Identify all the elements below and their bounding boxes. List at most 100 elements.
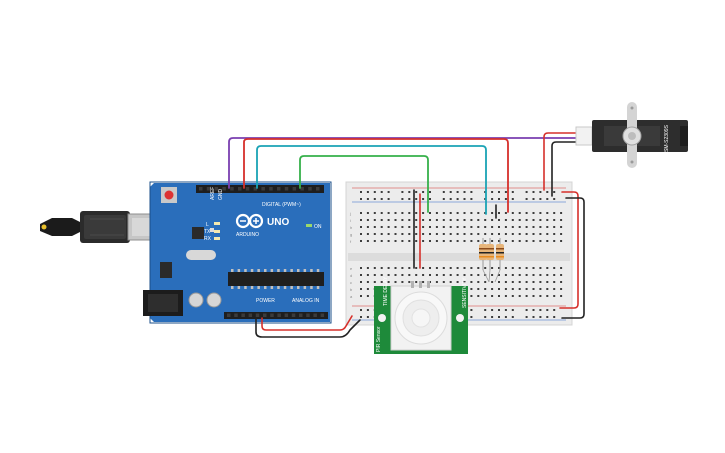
breadboard-hole[interactable] bbox=[380, 233, 383, 235]
breadboard-hole[interactable] bbox=[394, 240, 397, 242]
breadboard-hole[interactable] bbox=[553, 267, 556, 269]
header-pin[interactable] bbox=[238, 187, 242, 191]
rail-hole[interactable] bbox=[498, 191, 500, 193]
rail-hole[interactable] bbox=[553, 198, 556, 200]
breadboard-hole[interactable] bbox=[484, 281, 487, 283]
breadboard-hole[interactable] bbox=[380, 226, 383, 228]
rail-hole[interactable] bbox=[456, 191, 459, 193]
rail-hole[interactable] bbox=[546, 198, 549, 200]
rail-hole[interactable] bbox=[539, 316, 542, 318]
breadboard-hole[interactable] bbox=[380, 274, 383, 276]
breadboard-hole[interactable] bbox=[532, 212, 535, 214]
breadboard-hole[interactable] bbox=[553, 295, 556, 297]
breadboard-hole[interactable] bbox=[373, 240, 376, 242]
breadboard-hole[interactable] bbox=[518, 267, 521, 269]
breadboard-hole[interactable] bbox=[518, 212, 521, 214]
breadboard-hole[interactable] bbox=[394, 226, 397, 228]
breadboard-hole[interactable] bbox=[518, 219, 521, 221]
breadboard-hole[interactable] bbox=[539, 233, 542, 235]
breadboard-hole[interactable] bbox=[401, 219, 404, 221]
breadboard-hole[interactable] bbox=[484, 233, 487, 235]
breadboard-hole[interactable] bbox=[456, 240, 459, 242]
rail-hole[interactable] bbox=[484, 309, 487, 311]
breadboard-hole[interactable] bbox=[373, 212, 376, 214]
breadboard-hole[interactable] bbox=[449, 240, 452, 242]
breadboard-hole[interactable] bbox=[511, 267, 514, 269]
pir-pin-out[interactable] bbox=[419, 281, 422, 288]
breadboard-hole[interactable] bbox=[449, 267, 452, 269]
breadboard-hole[interactable] bbox=[498, 212, 500, 214]
breadboard-hole[interactable] bbox=[401, 226, 404, 228]
breadboard-hole[interactable] bbox=[442, 212, 445, 214]
breadboard-hole[interactable] bbox=[532, 219, 535, 221]
breadboard-hole[interactable] bbox=[560, 212, 563, 214]
header-pin[interactable] bbox=[199, 187, 203, 191]
breadboard-hole[interactable] bbox=[415, 212, 418, 214]
breadboard-hole[interactable] bbox=[525, 240, 528, 242]
rail-hole[interactable] bbox=[532, 309, 535, 311]
header-pin[interactable] bbox=[284, 313, 289, 318]
breadboard-hole[interactable] bbox=[401, 233, 404, 235]
breadboard-hole[interactable] bbox=[456, 267, 459, 269]
breadboard-hole[interactable] bbox=[470, 219, 473, 221]
rail-hole[interactable] bbox=[366, 191, 369, 193]
breadboard-hole[interactable] bbox=[498, 219, 500, 221]
breadboard-hole[interactable] bbox=[415, 274, 418, 276]
breadboard-hole[interactable] bbox=[380, 240, 383, 242]
breadboard-hole[interactable] bbox=[546, 295, 549, 297]
breadboard-hole[interactable] bbox=[525, 288, 528, 290]
breadboard-hole[interactable] bbox=[546, 281, 549, 283]
breadboard-hole[interactable] bbox=[394, 281, 397, 283]
breadboard-hole[interactable] bbox=[442, 226, 445, 228]
header-pin[interactable] bbox=[255, 313, 260, 318]
rail-hole[interactable] bbox=[539, 309, 542, 311]
breadboard-hole[interactable] bbox=[532, 274, 535, 276]
breadboard-hole[interactable] bbox=[470, 274, 473, 276]
header-pin[interactable] bbox=[253, 187, 258, 191]
header-pin[interactable] bbox=[234, 313, 238, 318]
rail-hole[interactable] bbox=[373, 191, 376, 193]
breadboard-hole[interactable] bbox=[456, 219, 459, 221]
arduino-uno-board[interactable]: DIGITAL (PWM~) AREF GND UNO ARDUINO L TX… bbox=[143, 181, 332, 324]
breadboard-hole[interactable] bbox=[387, 274, 390, 276]
breadboard-hole[interactable] bbox=[435, 219, 438, 221]
breadboard-hole[interactable] bbox=[387, 212, 390, 214]
servo-connector[interactable] bbox=[575, 126, 593, 146]
breadboard-hole[interactable] bbox=[401, 240, 404, 242]
header-pin[interactable] bbox=[308, 187, 312, 191]
breadboard-hole[interactable] bbox=[387, 233, 390, 235]
rail-hole[interactable] bbox=[408, 191, 411, 193]
breadboard-hole[interactable] bbox=[518, 281, 521, 283]
breadboard-hole[interactable] bbox=[456, 281, 459, 283]
breadboard-hole[interactable] bbox=[470, 233, 473, 235]
rail-hole[interactable] bbox=[504, 191, 507, 193]
breadboard-hole[interactable] bbox=[422, 226, 425, 228]
breadboard-hole[interactable] bbox=[408, 267, 411, 269]
breadboard-hole[interactable] bbox=[449, 212, 452, 214]
rail-hole[interactable] bbox=[429, 198, 431, 200]
breadboard-hole[interactable] bbox=[435, 212, 438, 214]
rail-hole[interactable] bbox=[491, 191, 494, 193]
breadboard-hole[interactable] bbox=[525, 219, 528, 221]
breadboard-hole[interactable] bbox=[525, 267, 528, 269]
rail-hole[interactable] bbox=[504, 198, 507, 200]
rail-hole[interactable] bbox=[401, 198, 404, 200]
header-pin[interactable] bbox=[241, 313, 245, 318]
breadboard-hole[interactable] bbox=[539, 226, 542, 228]
breadboard-hole[interactable] bbox=[442, 219, 445, 221]
breadboard-hole[interactable] bbox=[525, 274, 528, 276]
rail-hole[interactable] bbox=[511, 316, 514, 318]
breadboard-hole[interactable] bbox=[560, 281, 563, 283]
breadboard-hole[interactable] bbox=[387, 281, 390, 283]
breadboard-hole[interactable] bbox=[442, 233, 445, 235]
breadboard-hole[interactable] bbox=[429, 226, 431, 228]
breadboard-hole[interactable] bbox=[456, 274, 459, 276]
header-pin[interactable] bbox=[291, 313, 296, 318]
breadboard-hole[interactable] bbox=[539, 267, 542, 269]
breadboard-hole[interactable] bbox=[539, 240, 542, 242]
rail-hole[interactable] bbox=[422, 198, 425, 200]
breadboard-hole[interactable] bbox=[553, 219, 556, 221]
breadboard-hole[interactable] bbox=[511, 288, 514, 290]
breadboard-hole[interactable] bbox=[498, 288, 500, 290]
breadboard-hole[interactable] bbox=[484, 219, 487, 221]
